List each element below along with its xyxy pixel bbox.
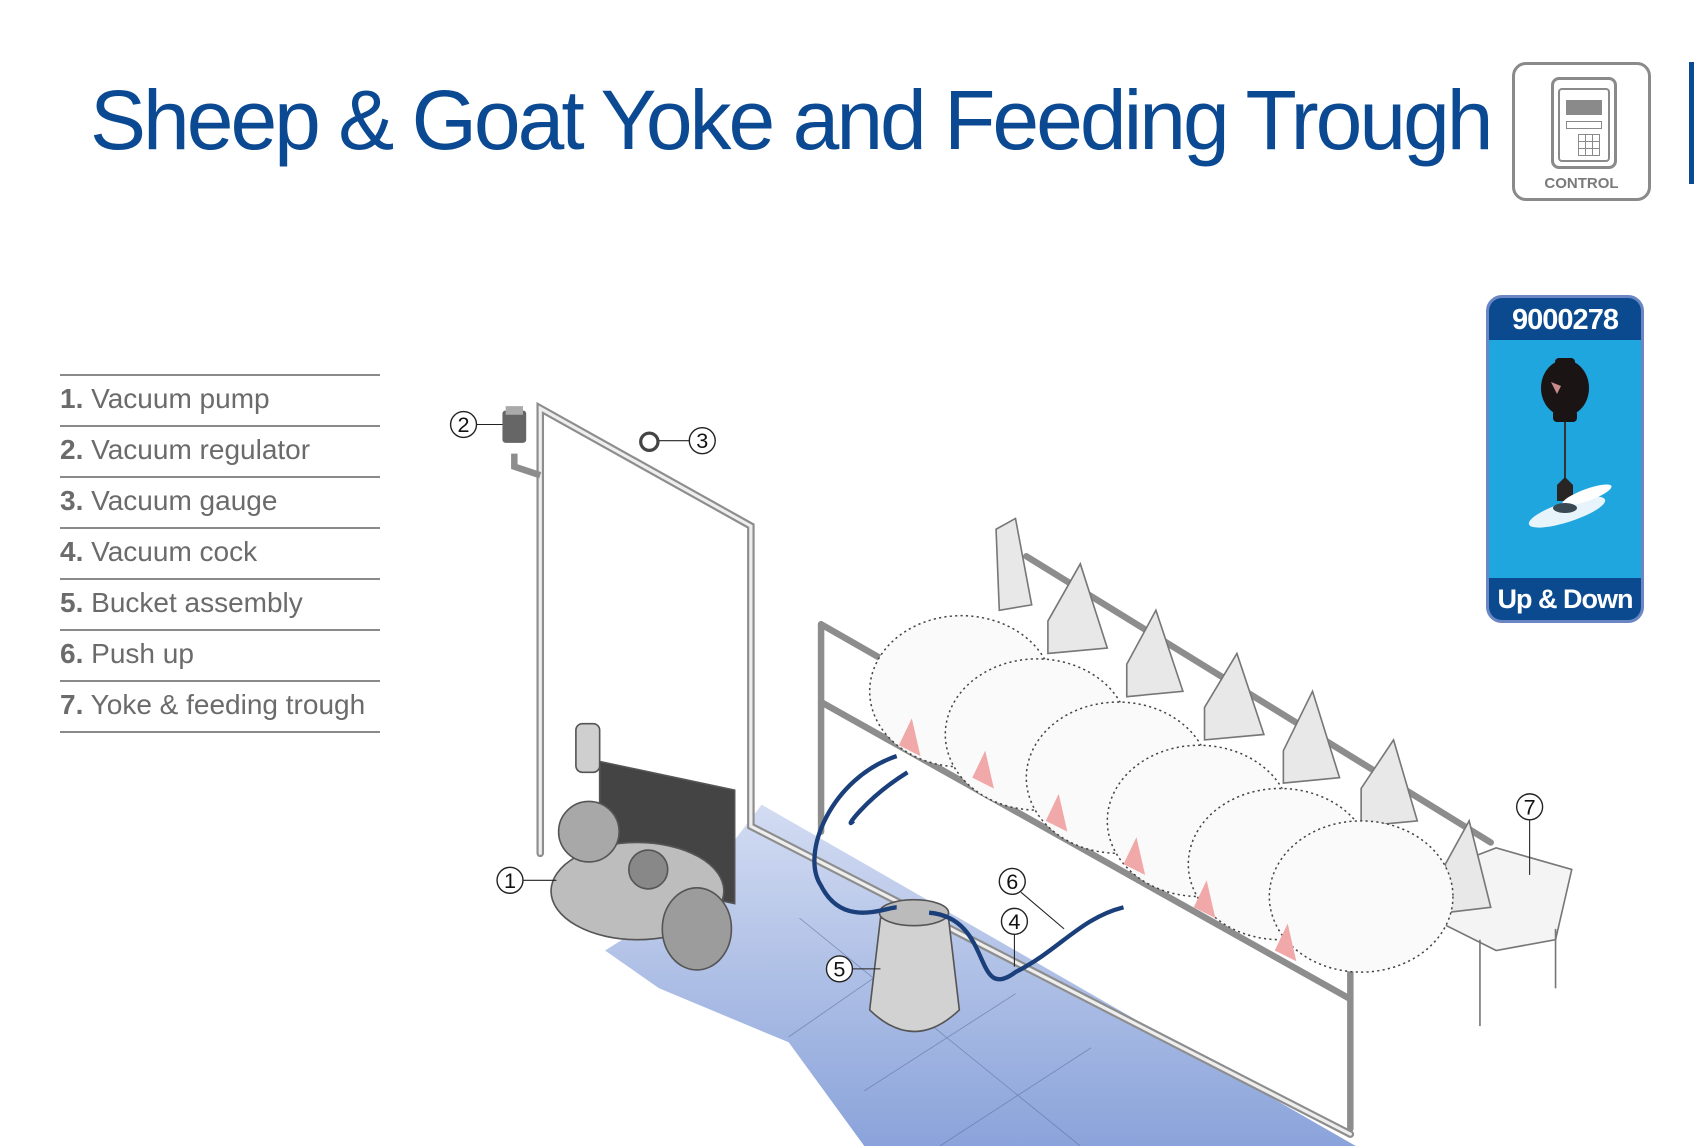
product-code: 9000278: [1489, 298, 1641, 340]
legend-item: 3. Vacuum gauge: [60, 478, 380, 529]
legend-item: 6. Push up: [60, 631, 380, 682]
yoke-head-boards: [995, 517, 1492, 914]
svg-text:4: 4: [1008, 909, 1020, 934]
callout-2: 2: [449, 410, 503, 439]
push-up-device-icon: [1528, 358, 1612, 528]
product-label: Up & Down: [1489, 578, 1641, 620]
legend-item: 1. Vacuum pump: [60, 376, 380, 427]
product-badge: 9000278 Up & Down: [1486, 295, 1644, 623]
callout-4: 4: [1000, 907, 1029, 967]
svg-text:3: 3: [696, 428, 708, 453]
edge-accent-bar: [1689, 62, 1694, 184]
control-label: CONTROL: [1544, 175, 1619, 192]
bucket-assembly: [868, 898, 961, 1033]
callout-7: 7: [1515, 793, 1544, 875]
page-title: Sheep & Goat Yoke and Feeding Trough: [90, 73, 1494, 167]
callout-1: 1: [496, 866, 557, 894]
vacuum-pump: [550, 722, 736, 971]
svg-text:7: 7: [1524, 794, 1536, 819]
svg-text:1: 1: [504, 868, 516, 893]
control-badge: CONTROL: [1512, 62, 1651, 201]
callout-3: 3: [659, 427, 716, 455]
vacuum-gauge: [639, 431, 660, 453]
svg-text:2: 2: [458, 412, 470, 437]
callout-6: 6: [998, 867, 1065, 930]
legend-item: 7. Yoke & feeding trough: [60, 682, 380, 733]
callout-5: 5: [825, 955, 881, 983]
udders: [898, 718, 1297, 962]
legend-item: 2. Vacuum regulator: [60, 427, 380, 478]
control-panel-icon: [1551, 77, 1617, 169]
svg-text:5: 5: [833, 956, 845, 981]
vacuum-regulator: [502, 406, 527, 443]
svg-text:6: 6: [1006, 869, 1018, 894]
legend-item: 4. Vacuum cock: [60, 529, 380, 580]
floor: [605, 804, 1356, 1146]
sheep-group: [868, 614, 1454, 973]
legend-item: 5. Bucket assembly: [60, 580, 380, 631]
milk-hoses: [812, 754, 1125, 982]
parts-legend: 1. Vacuum pump 2. Vacuum regulator 3. Va…: [60, 374, 380, 733]
